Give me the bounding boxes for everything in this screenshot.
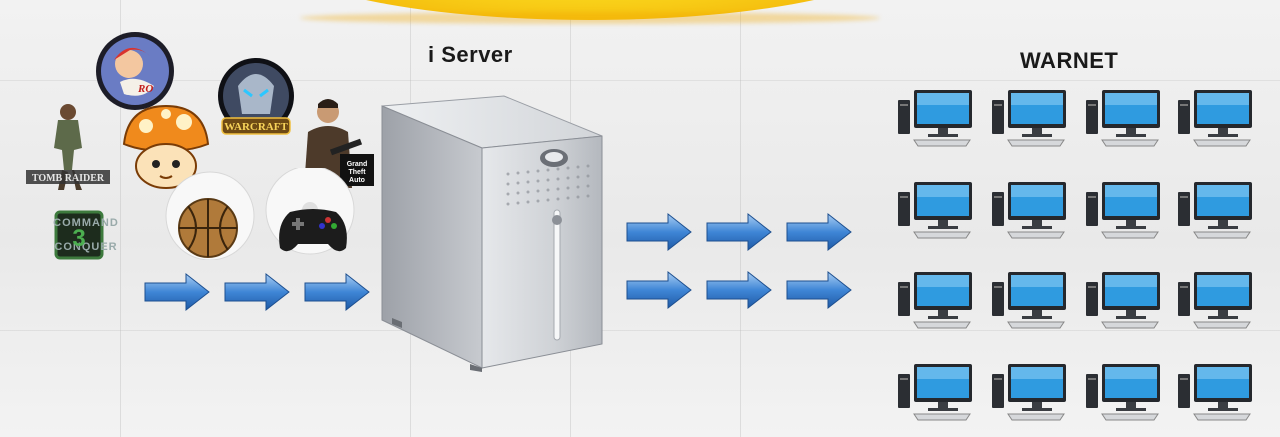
svg-text:CONQUER: CONQUER [54,241,117,253]
flow-arrow-icon [786,270,852,310]
warnet-pc-icon [898,90,972,147]
svg-text:COMMAND: COMMAND [53,217,119,229]
warnet-pc-icon [1086,90,1160,147]
warnet-pc-icon [898,272,972,329]
warnet-pc-icon [992,272,1066,329]
warnet-pc-icon [1178,272,1252,329]
svg-text:3: 3 [72,225,85,252]
grid-line [0,80,1280,81]
warnet-pc-icon [1086,182,1160,239]
warnet-pc-icon [992,364,1066,421]
warnet-pc-icon [1086,272,1160,329]
flow-arrow-icon [786,212,852,252]
banner-shadow [300,12,880,24]
flow-arrow-icon [626,212,692,252]
warcraft-game-logo-icon: WARCRAFT [218,58,294,135]
flow-arrow-icon [144,272,210,312]
flow-arrow-icon [304,272,370,312]
warnet-pc-icon [898,182,972,239]
svg-text:WARCRAFT: WARCRAFT [224,121,288,133]
svg-text:RO: RO [137,83,153,95]
warnet-pc-icon [992,182,1066,239]
basketball-icon [178,198,238,258]
ragnarok-game-logo-icon: RO [96,32,174,110]
grid-line [120,0,121,437]
warnet-pc-icon [992,90,1066,147]
svg-text:Grand: Grand [347,161,368,168]
grid-line [0,330,1280,331]
warnet-title: WARNET [1020,48,1119,73]
warnet-pc-icon [1086,364,1160,421]
flow-arrow-icon [224,272,290,312]
warnet-pc-icon [1178,364,1252,421]
grid-line [740,0,741,437]
warnet-pc-icon [1178,90,1252,147]
maplestory-mushroom-icon [122,104,210,189]
server-title: i Server [428,42,513,67]
gamepad-icon [279,209,347,252]
flow-arrow-icon [626,270,692,310]
svg-text:Theft: Theft [348,169,366,176]
warnet-pc-icon [898,364,972,421]
warnet-pc-icon [1178,182,1252,239]
svg-text:TOMB RAIDER: TOMB RAIDER [32,173,105,184]
flow-arrow-icon [706,212,772,252]
svg-text:Auto: Auto [349,177,365,184]
flow-arrow-icon [706,270,772,310]
tomb-raider-game-icon: TOMB RAIDER [26,104,110,190]
server-tower-icon [381,95,603,372]
command-conquer-logo-icon: COMMAND CONQUER 3 [53,210,119,260]
